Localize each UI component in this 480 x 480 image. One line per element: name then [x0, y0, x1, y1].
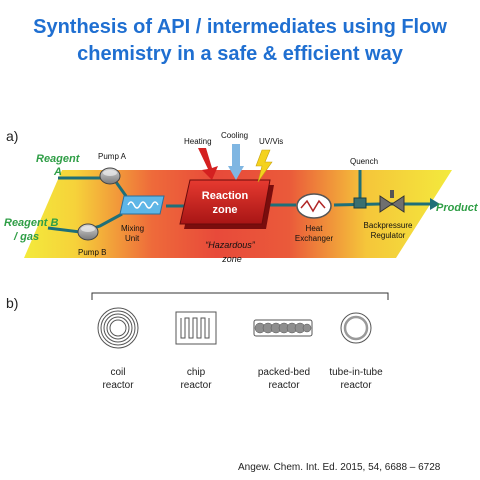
- hazard-zone-label-2: zone: [221, 254, 242, 264]
- reaction-zone-label-2: zone: [212, 204, 237, 216]
- cooling-arrow: [228, 144, 244, 180]
- pump-a-label: Pump A: [98, 152, 127, 161]
- heat-exchanger-label-2: Exchanger: [295, 234, 334, 243]
- reagent-b-label-2: / gas: [13, 231, 39, 243]
- product-arrow: [408, 198, 440, 210]
- panel-b-marker: b): [6, 295, 18, 311]
- cooling-label: Cooling: [221, 131, 248, 140]
- tube-in-tube-reactor-label-1: tube-in-tube: [329, 367, 383, 378]
- pump-b-label: Pump B: [78, 248, 106, 257]
- reaction-zone-box: [179, 179, 274, 229]
- chip-reactor-label-1: chip: [187, 367, 206, 378]
- tube-in-tube-reactor-label-2: reactor: [340, 380, 372, 391]
- heat-exchanger-label-1: Heat: [306, 224, 324, 233]
- uv-label: UV/Vis: [259, 137, 283, 146]
- packed-bed-reactor-label-2: reactor: [268, 380, 300, 391]
- pump-a: [99, 167, 121, 185]
- panel-a-marker: a): [6, 128, 18, 144]
- tube-in-tube-reactor-icon: [340, 312, 372, 344]
- pump-b: [77, 223, 99, 241]
- product-label: Product: [436, 202, 479, 214]
- packed-bed-reactor-label-1: packed-bed: [258, 367, 310, 378]
- mixing-unit: [119, 195, 165, 215]
- packed-bed-reactor-icon: [253, 319, 313, 337]
- citation: Angew. Chem. Int. Ed. 2015, 54, 6688 – 6…: [238, 462, 441, 473]
- backpressure-regulator: [379, 190, 405, 213]
- heat-exchanger: [296, 193, 332, 219]
- reagent-b-label-1: Reagent B: [4, 217, 58, 229]
- mixing-unit-label-1: Mixing: [121, 224, 144, 233]
- page-title: Synthesis of API / intermediates using F…: [0, 14, 480, 68]
- title-line-2: chemistry in a safe & efficient way: [77, 43, 403, 65]
- chip-reactor-icon: [175, 311, 217, 345]
- quench-label: Quench: [350, 157, 378, 166]
- heating-label: Heating: [184, 137, 212, 146]
- bpr-label-1: Backpressure: [364, 221, 413, 230]
- coil-reactor-icon: [97, 307, 139, 349]
- uv-lightning-icon: [255, 149, 273, 183]
- coil-reactor-label-2: reactor: [102, 380, 134, 391]
- reaction-zone-label-1: Reaction: [202, 190, 249, 202]
- panel-b-bracket: [91, 292, 389, 300]
- mixing-unit-label-2: Unit: [125, 234, 140, 243]
- bpr-label-2: Regulator: [371, 231, 406, 240]
- chip-reactor-label-2: reactor: [180, 380, 212, 391]
- quench-junction: [353, 197, 367, 209]
- reagent-a-label-1: Reagent: [36, 153, 81, 165]
- hazard-zone-label-1: “Hazardous”: [205, 240, 256, 250]
- title-line-1: Synthesis of API / intermediates using F…: [33, 16, 447, 38]
- reagent-a-label-2: A: [53, 166, 62, 178]
- heating-arrow: [198, 148, 218, 180]
- coil-reactor-label-1: coil: [110, 367, 125, 378]
